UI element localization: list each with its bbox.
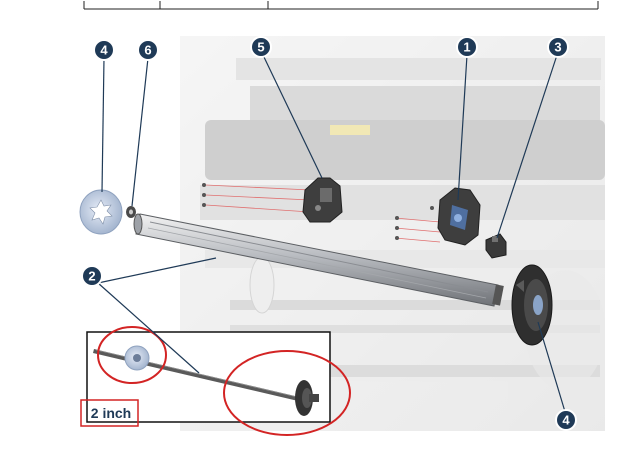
callout-4-top: 4 — [93, 39, 115, 61]
screw-alignment-lines — [205, 184, 441, 243]
leader-lines — [97, 54, 567, 416]
printer-background — [180, 36, 605, 431]
callout-3-text: 3 — [554, 40, 561, 55]
callout-6: 6 — [137, 39, 159, 61]
spindle-part — [133, 213, 504, 307]
bracket-part-5 — [302, 177, 343, 223]
right-hub-part — [511, 264, 553, 346]
callout-5-text: 5 — [257, 40, 264, 55]
inset-size-label: 2 inch — [90, 405, 132, 421]
callout-3: 3 — [547, 36, 569, 58]
callout-5: 5 — [250, 36, 272, 58]
callout-2: 2 — [81, 265, 103, 287]
callout-4-bottom-text: 4 — [562, 413, 570, 428]
callout-1-text: 1 — [463, 40, 470, 55]
screws — [202, 183, 434, 240]
callout-6-text: 6 — [144, 43, 151, 58]
inset-label-box — [80, 399, 139, 427]
callout-2-text: 2 — [88, 269, 95, 284]
bracket-part-1 — [437, 187, 481, 246]
inset-box — [80, 326, 351, 436]
callout-1: 1 — [456, 36, 478, 58]
small-washer-part — [126, 206, 136, 218]
highlight-circle-right — [223, 350, 351, 436]
highlight-circle-left — [97, 326, 167, 384]
callout-4-bottom: 4 — [555, 409, 577, 431]
clip-part-3 — [485, 233, 507, 259]
left-hub-part — [79, 189, 123, 235]
top-table-fragment — [83, 1, 599, 10]
callout-4-top-text: 4 — [100, 43, 108, 58]
